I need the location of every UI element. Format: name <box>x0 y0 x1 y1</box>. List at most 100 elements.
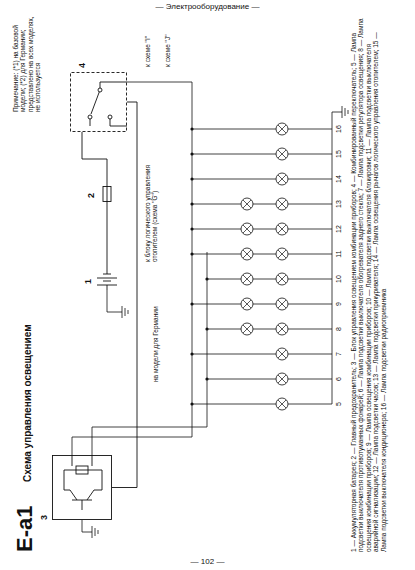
reference-note: к схеме "J" <box>164 12 171 67</box>
drawing-stroke <box>276 223 288 235</box>
drawing-stroke <box>241 273 253 285</box>
fuse-symbol-outline <box>100 186 114 202</box>
drawing-stroke <box>278 300 286 308</box>
drawing-stroke <box>190 302 193 305</box>
drawing-stroke <box>207 379 332 380</box>
ground-symbol <box>122 306 128 318</box>
drawing-stroke <box>64 470 102 510</box>
callout-number: 1 <box>84 279 93 284</box>
drawing-stroke <box>190 252 193 255</box>
drawing-stroke <box>71 73 127 132</box>
drawing-stroke <box>276 123 288 135</box>
callout-number: 8 <box>335 321 343 337</box>
drawing-stroke <box>53 456 112 520</box>
drawing-stroke <box>192 229 332 230</box>
wire <box>92 252 207 455</box>
wire <box>82 520 92 532</box>
drawing-stroke <box>241 298 253 310</box>
drawing-stroke <box>278 225 286 233</box>
drawing-stroke <box>276 348 288 360</box>
drawing-stroke <box>205 277 208 280</box>
drawing-stroke <box>241 323 253 335</box>
wire <box>127 82 192 83</box>
drawing-stroke <box>190 202 193 205</box>
drawing-stroke <box>278 200 286 208</box>
drawing-stroke <box>192 354 332 355</box>
wire <box>107 290 122 312</box>
drawing-stroke <box>243 300 251 308</box>
drawing-stroke <box>72 455 92 466</box>
callout-number: 4 <box>78 63 87 68</box>
ground-symbol <box>342 106 348 118</box>
callout-number: 3 <box>40 515 49 520</box>
drawing-stroke <box>276 323 288 335</box>
drawing-stroke <box>107 186 108 202</box>
reference-note: к схеме "I" <box>144 12 151 67</box>
drawing-stroke <box>243 250 251 258</box>
drawing-stroke <box>241 248 253 260</box>
drawing-stroke <box>278 150 286 158</box>
diagram-code: E-a1 <box>12 506 37 552</box>
drawing-stroke <box>205 327 208 330</box>
drawing-stroke <box>108 115 112 119</box>
callout-number: 12 <box>335 221 343 237</box>
drawing-stroke <box>98 88 102 92</box>
drawing-stroke <box>190 227 193 230</box>
drawing-stroke <box>243 200 251 208</box>
drawing-stroke <box>243 225 251 233</box>
wire-connector <box>112 102 137 488</box>
connector-layer <box>12 12 408 552</box>
drawing-stroke <box>278 125 286 133</box>
callout-number: 16 <box>335 121 343 137</box>
drawing-stroke <box>205 377 208 380</box>
wire <box>72 82 192 455</box>
callout-number: 6 <box>335 371 343 387</box>
combination-switch-outline <box>70 72 127 132</box>
battery-symbol: 1 <box>97 270 117 290</box>
wiring-layout <box>12 12 408 552</box>
reference-note: к блоку логического управления отопителе… <box>144 132 159 262</box>
drawing-stroke <box>90 82 127 126</box>
drawing-stroke <box>241 223 253 235</box>
drawing-stroke <box>192 204 332 205</box>
drawing-stroke <box>278 400 286 408</box>
parts-caption: 1 — Аккумуляторная батарея; 2 — Главный … <box>350 16 387 552</box>
drawing-stroke <box>276 273 288 285</box>
rotated-sheet: Схема управления освещением 1 — Аккумулят… <box>12 12 408 552</box>
wires <box>72 82 348 538</box>
drawing-stroke <box>243 325 251 333</box>
drawing-stroke <box>76 466 88 474</box>
callout-number: 15 <box>335 146 343 162</box>
drawing-stroke <box>192 404 332 405</box>
drawing-stroke <box>241 198 253 210</box>
drawing-stroke <box>190 127 193 130</box>
drawing-stroke <box>276 298 288 310</box>
page-number: — 102 — <box>0 557 415 566</box>
fuse-symbol: 2 <box>100 186 114 202</box>
ground-symbol <box>92 526 98 538</box>
footnote: Примечание: (*1) на базовой модели; (*2)… <box>12 14 42 112</box>
callout-number: 9 <box>335 296 343 312</box>
control-unit-box-outline <box>52 455 112 520</box>
drawing-stroke <box>103 187 111 202</box>
drawing-stroke <box>192 129 332 130</box>
diagram-title: Схема управления освещением <box>22 324 34 482</box>
drawing-stroke <box>278 175 286 183</box>
callout-number: 2 <box>87 193 96 198</box>
drawing-stroke <box>97 270 117 290</box>
drawing-stroke <box>276 198 288 210</box>
drawing-stroke <box>276 248 288 260</box>
drawing-stroke <box>207 279 332 280</box>
drawing-stroke <box>278 350 286 358</box>
drawing-stroke <box>278 250 286 258</box>
drawing-stroke <box>192 304 332 305</box>
drawing-stroke <box>276 398 288 410</box>
drawing-stroke <box>276 148 288 160</box>
drawing-stroke <box>192 179 332 180</box>
drawing-stroke <box>192 154 332 155</box>
wire-connector <box>107 202 108 270</box>
callout-number: 14 <box>335 171 343 187</box>
drawing-stroke <box>278 275 286 283</box>
drawing-stroke <box>192 254 332 255</box>
running-head: — Электрооборудование — <box>0 2 415 11</box>
